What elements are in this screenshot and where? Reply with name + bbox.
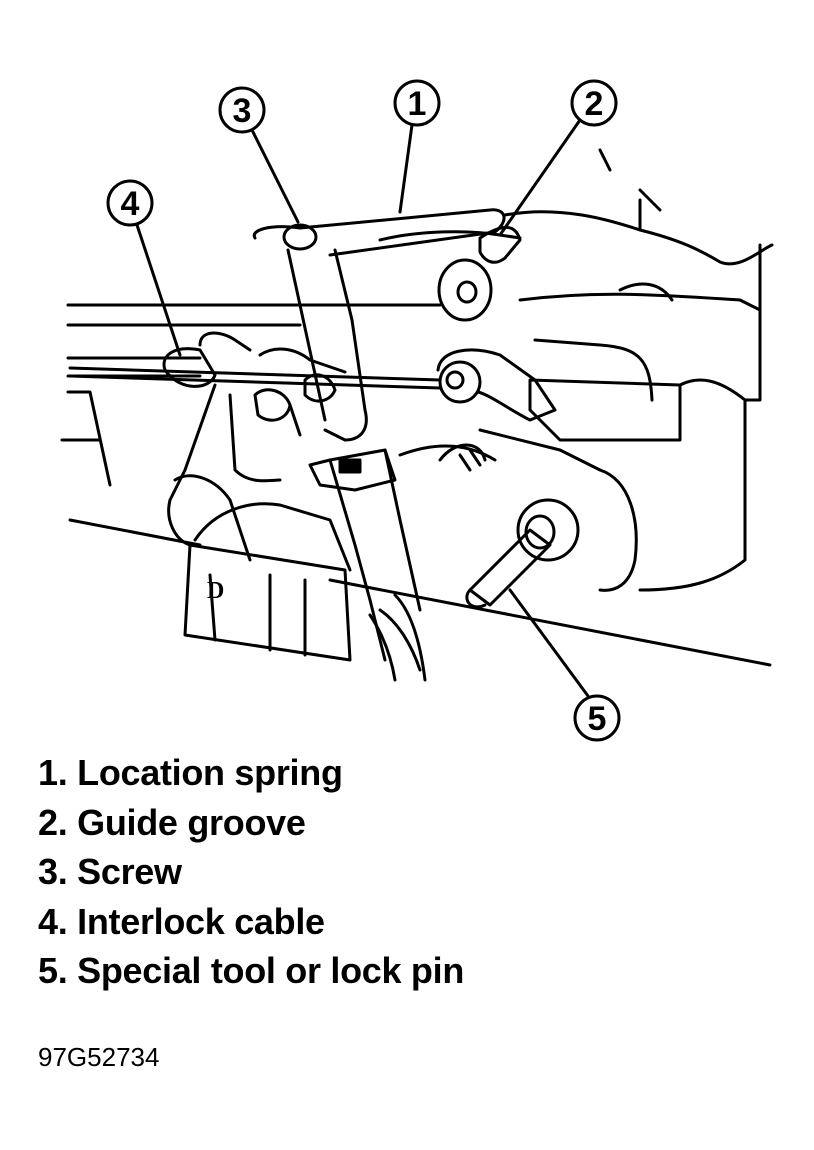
callout-5 [508,588,621,742]
callout-4 [106,179,182,357]
legend-label: Guide groove [77,801,306,843]
legend-label: Screw [77,851,182,892]
legend-item: 2. Guide groove [38,798,464,848]
callout-2 [498,79,618,237]
callout-3-number: 3 [233,92,252,130]
callout-5-number: 5 [588,700,607,738]
selector-arm [308,448,427,682]
interlock-cable [68,331,557,437]
callout-3 [218,86,300,224]
legend-number: 3 [38,851,58,892]
legend-label: Special tool or lock pin [77,950,465,991]
frame-rails [60,303,772,667]
callout-2-number: 2 [585,85,604,123]
legend-number: 4 [38,900,58,942]
legend-item: 1. Location spring [38,748,464,798]
legend-label: Location spring [77,752,343,793]
mounting-bracket: D [167,383,352,662]
legend-number: 5 [38,950,58,991]
legend-item: 3. Screw [38,847,464,897]
shift-lever [286,248,368,442]
location-spring [252,208,506,322]
callout-4-number: 4 [121,185,140,223]
svg-text:D: D [207,578,224,604]
guide-groove [478,225,522,264]
interlock-cable-diagram: D [60,79,774,742]
detail-lines [398,148,662,472]
legend-number: 2 [38,801,58,843]
legend-list: 1. Location spring 2. Guide groove 3. Sc… [38,748,464,996]
figure-id: 97G52734 [38,1042,160,1072]
callout-1 [393,79,441,214]
special-tool-lock-pin [465,498,580,609]
legend-label: Interlock cable [77,900,325,942]
callout-1-number: 1 [408,85,427,123]
housing [378,198,774,592]
legend-item: 5. Special tool or lock pin [38,946,464,996]
legend-item: 4. Interlock cable [38,897,464,947]
legend-number: 1 [38,752,58,793]
